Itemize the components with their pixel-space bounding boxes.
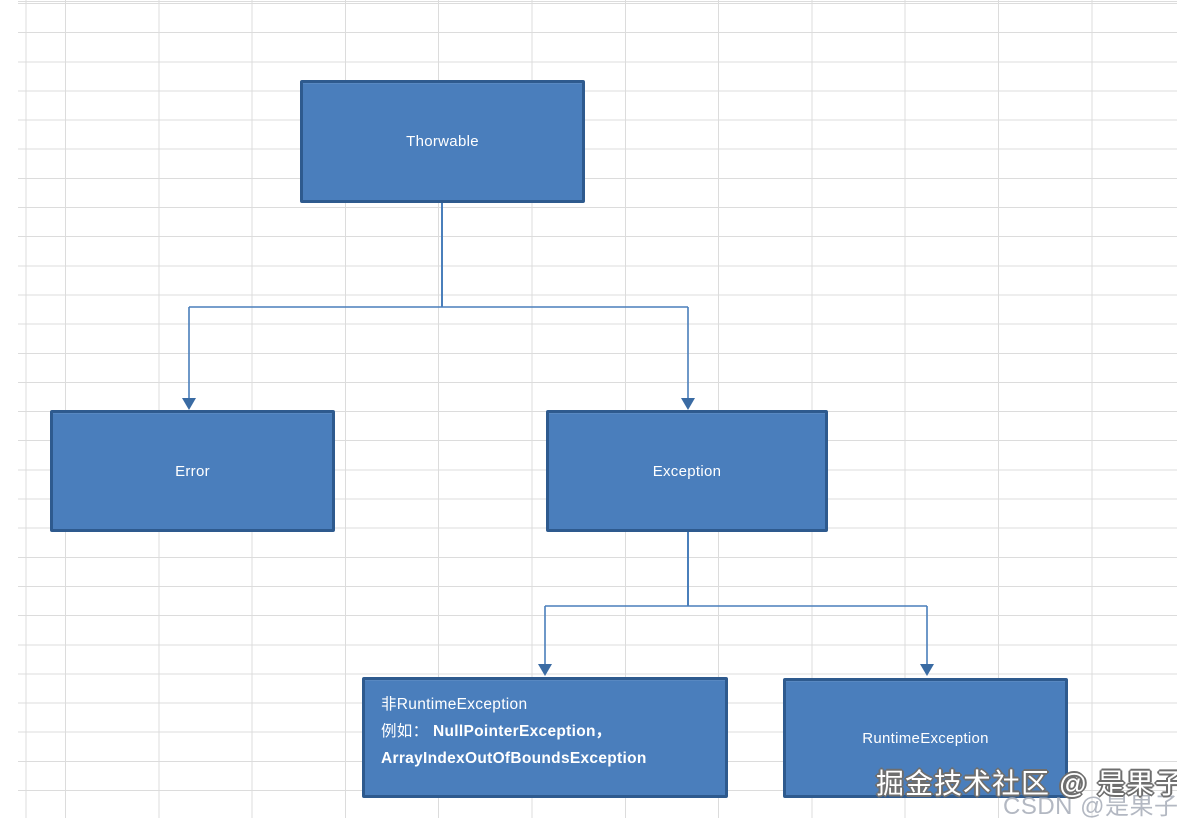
csdn-watermark: CSDN @是果子a: [1003, 793, 1177, 820]
arrowhead-down-icon: [920, 664, 934, 676]
node-runtime-exception: RuntimeException: [783, 678, 1068, 798]
node-throwable: Thorwable: [300, 80, 585, 203]
node-label-line2: 例如： NullPointerException，: [381, 718, 715, 745]
node-label: RuntimeException: [862, 729, 989, 747]
juejin-watermark: 掘金技术社区 @ 是果子a: [876, 768, 1177, 799]
node-non-runtime-exception: 非RuntimeException 例如： NullPointerExcepti…: [362, 677, 728, 798]
node-exception: Exception: [546, 410, 828, 532]
example-exception-2: ArrayIndexOutOfBoundsException: [381, 750, 647, 767]
node-label-line1: 非RuntimeException: [381, 696, 528, 713]
arrowhead-down-icon: [182, 398, 196, 410]
arrowhead-down-icon: [538, 664, 552, 676]
node-error: Error: [50, 410, 335, 532]
example-exception-1: NullPointerException，: [433, 723, 612, 740]
example-prefix: 例如：: [381, 723, 434, 740]
node-label: Error: [175, 462, 210, 480]
node-label: Thorwable: [406, 133, 479, 150]
node-label: Exception: [652, 462, 722, 480]
arrowhead-down-icon: [681, 398, 695, 410]
